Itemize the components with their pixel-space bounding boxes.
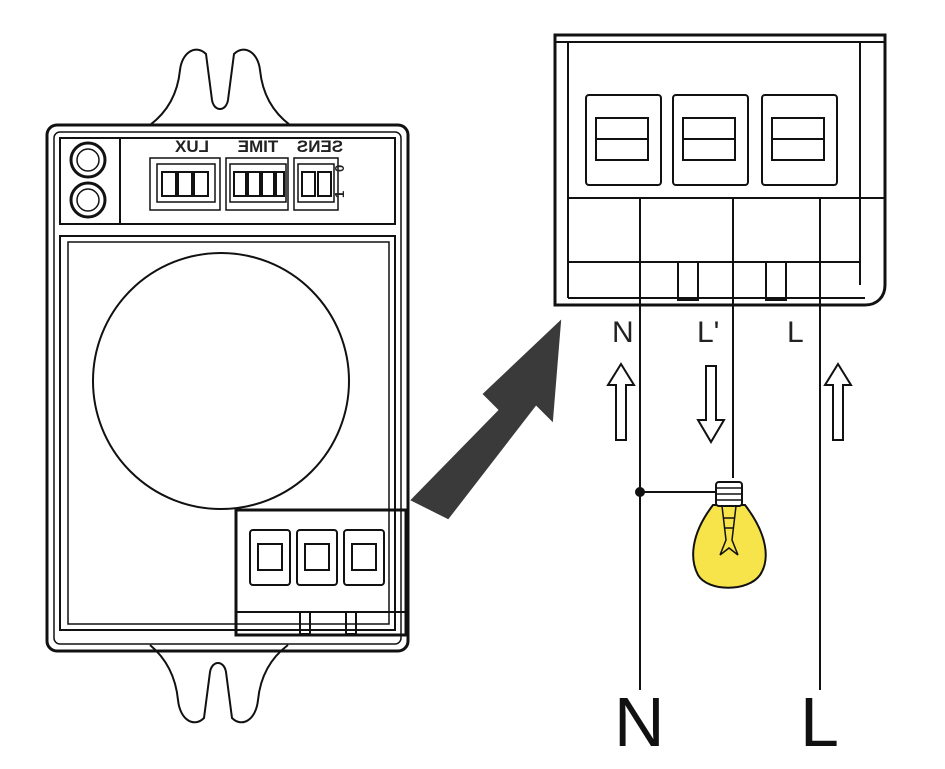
terminal-block-detail [553,33,887,307]
dip-switch-time [225,157,289,211]
top-mounting-ear [149,48,291,126]
supply-label-l: L [800,683,839,761]
up-arrow-icon [606,362,636,441]
dip-label-time: TIME [238,137,279,156]
sensor-face [59,235,396,631]
dip-label-on: 0 [332,165,347,172]
light-bulb-icon [692,481,767,589]
led-indicator-bottom [69,181,107,219]
sensor-body [45,123,410,653]
motion-sensor-module [45,48,410,724]
control-panel [59,137,396,225]
junction-dot [635,487,645,497]
up-arrow-icon [823,362,853,441]
pir-lens [92,252,350,510]
dip-label-off: 1 [332,191,347,198]
sensor-terminal-screws [249,529,385,586]
terminal-label-n: N [612,316,634,349]
supply-label-n: N [614,683,665,761]
terminal-screw-l-prime [672,94,749,186]
dip-switch-sens [293,157,339,211]
dip-label-sens: SENS [297,137,343,156]
terminal-label-l: L [787,316,804,349]
pointer-arrow-icon [410,319,562,520]
terminal-label-l-prime: L' [697,316,719,349]
dip-switch-lux [149,157,221,211]
led-indicator-top [69,141,107,179]
bottom-mounting-ear [149,644,289,724]
dip-label-lux: LUX [174,137,209,156]
sensor-terminal-block [234,508,408,637]
terminal-housing [553,33,887,307]
terminal-screw-n [585,94,662,186]
wiring [635,198,821,690]
dip-labels: LUX TIME SENS 0 1 [174,137,347,198]
down-arrow-icon [696,365,726,444]
terminal-screw-l [761,94,838,186]
